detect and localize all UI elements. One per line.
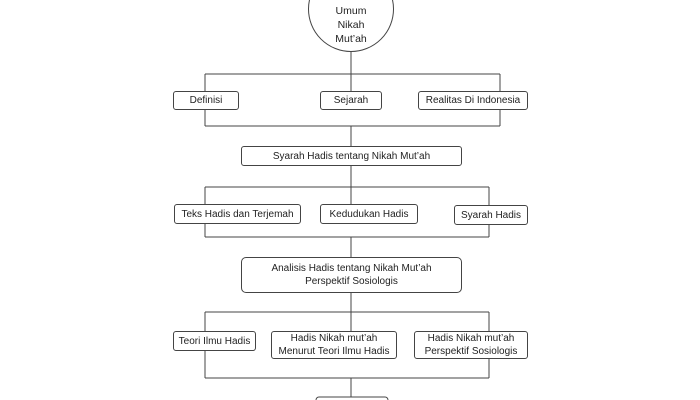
node-realitas: Realitas Di Indonesia: [418, 91, 528, 110]
top-circle-node: Umum Nikah Mut’ah: [308, 0, 394, 52]
node-hadis-nikah-sosiologis: Hadis Nikah mut’ah Perspektif Sosiologis: [414, 331, 528, 359]
top-node-line: Umum: [335, 5, 367, 17]
node-teori-ilmu-hadis: Teori Ilmu Hadis: [173, 331, 256, 351]
node-hadis-nikah-teori: Hadis Nikah mut’ah Menurut Teori Ilmu Ha…: [271, 331, 397, 359]
top-node-line: Mut’ah: [335, 33, 367, 45]
node-teks-hadis: Teks Hadis dan Terjemah: [174, 204, 301, 224]
node-definisi: Definisi: [173, 91, 239, 110]
top-node-line: Nikah: [337, 19, 365, 31]
node-sejarah: Sejarah: [320, 91, 382, 110]
node-syarah-hadis: Syarah Hadis: [454, 205, 528, 225]
node-syarah-hadis-nikah: Syarah Hadis tentang Nikah Mut’ah: [241, 146, 462, 166]
node-kedudukan-hadis: Kedudukan Hadis: [320, 204, 418, 224]
bottom-node-partial: [315, 396, 389, 400]
node-analisis-hadis: Analisis Hadis tentang Nikah Mut’ah Pers…: [241, 257, 462, 293]
